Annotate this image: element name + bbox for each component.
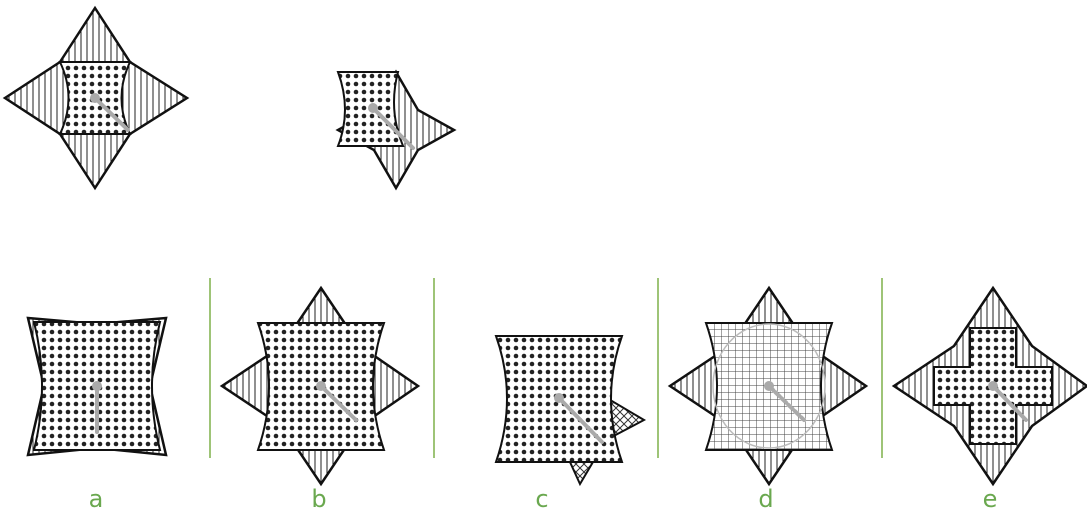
needle-pivot — [90, 93, 100, 103]
needle-pivot — [92, 381, 102, 391]
needle-pivot — [368, 103, 378, 113]
option-e-figure — [894, 288, 1087, 484]
option-b-figure — [222, 288, 418, 484]
option-c-figure — [496, 336, 644, 484]
option-label-c[interactable]: c — [522, 484, 562, 514]
option-label-e[interactable]: e — [970, 484, 1010, 514]
option-d-figure — [670, 288, 866, 484]
top-figure-1 — [5, 8, 187, 188]
option-label-a[interactable]: a — [76, 484, 116, 514]
needle-pivot — [316, 381, 326, 391]
option-a-figure — [28, 318, 166, 455]
option-label-d[interactable]: d — [746, 484, 786, 514]
needle-pivot — [764, 381, 774, 391]
option-label-b[interactable]: b — [299, 484, 339, 514]
top-figure-2 — [338, 72, 454, 188]
needle-pivot — [988, 381, 998, 391]
needle-pivot — [554, 393, 564, 403]
